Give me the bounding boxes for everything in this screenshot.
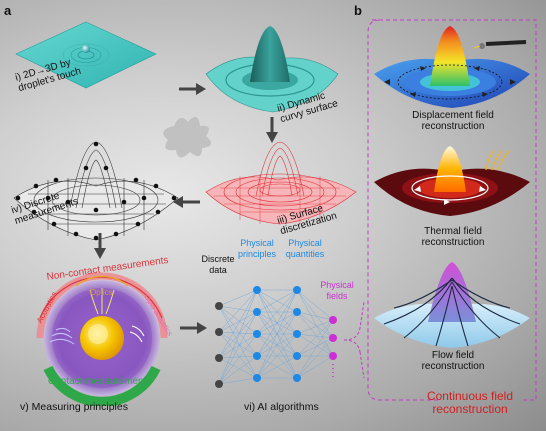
step6-label: vi) AI algorithms (244, 402, 344, 413)
network-edge (219, 312, 257, 332)
physical-quantities-label: Physical quantities (280, 238, 330, 260)
network-node (253, 374, 261, 382)
flow-field-plot (370, 258, 535, 353)
network-edge (219, 306, 257, 334)
network-edge (219, 358, 257, 378)
contact-label: Contact measurements (48, 376, 168, 387)
network-edge (219, 378, 257, 384)
optics-label: Optics (90, 287, 113, 298)
displacement-field-plot (370, 22, 535, 110)
network-node (215, 302, 223, 310)
network-node (253, 286, 261, 294)
physical-fields-label: Physical fields (314, 280, 360, 302)
network-node (215, 354, 223, 362)
network-edge (219, 332, 257, 378)
discrete-data-label: Discrete data (198, 254, 238, 276)
network-edge (297, 338, 333, 356)
network-edge (219, 306, 257, 378)
network-node (293, 352, 301, 360)
network-node (293, 330, 301, 338)
step5-label: v) Measuring principles (20, 402, 150, 413)
network-edge (297, 356, 333, 378)
network-edge (297, 320, 333, 334)
thermal-label: Thermal field reconstruction (400, 226, 506, 248)
thermal-field-plot (370, 140, 535, 220)
network-edge (219, 356, 257, 358)
network-node (293, 286, 301, 294)
physical-principles-label: Physical principles (234, 238, 280, 260)
network-node (215, 328, 223, 336)
network-node (215, 380, 223, 388)
continuous-field-caption: Continuous field reconstruction (410, 390, 530, 416)
arrow-right-icon (178, 320, 208, 336)
flow-label: Flow field reconstruction (400, 350, 506, 372)
network-node (253, 308, 261, 316)
network-node (253, 352, 261, 360)
network-edge (219, 312, 257, 358)
network-node (293, 374, 301, 382)
network-edge (219, 332, 257, 334)
network-edge (297, 338, 333, 378)
network-node (293, 308, 301, 316)
network-edge (219, 332, 257, 356)
network-node (253, 330, 261, 338)
network-edge (297, 320, 333, 378)
displacement-label: Displacement field reconstruction (388, 110, 518, 132)
network-edge (297, 320, 333, 356)
